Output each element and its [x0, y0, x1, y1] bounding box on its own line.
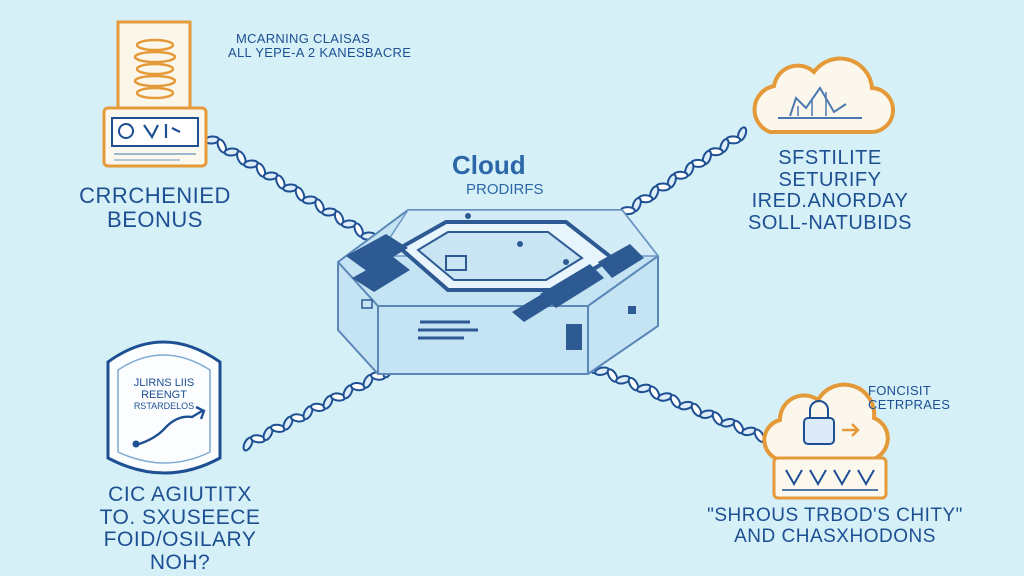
top-left-caption: MCARNING CLAISAS ALL YEPE-A 2 KANESBACRE [228, 31, 412, 61]
sign-line: JLIRNS LIIS [133, 377, 195, 389]
caption-line: CETRPRAES [868, 397, 951, 413]
title-line: CRRCHENIED [79, 183, 231, 208]
title-line: NOH? [149, 551, 211, 575]
bottom-right-title: "SHROUS TRBOD'S CHITY" AND CHASXHODONS [700, 505, 970, 547]
caption-line: ALL YEPE-A 2 KANESBACRE [228, 45, 412, 61]
chain-link-icon [242, 342, 434, 452]
title-line: SOLL-NATUBIDS [748, 211, 912, 234]
title-line: FOID/OSILARY [103, 528, 257, 552]
top-left-title: CRRCHENIED BEONUS [70, 184, 240, 232]
title-line: CIC AGIUTITX [108, 483, 252, 506]
title-line: SETURIFY [778, 168, 882, 191]
caption-line: FONCISIT [868, 383, 932, 398]
hardware-hub-icon [337, 209, 660, 375]
chain-link-icon [204, 135, 396, 253]
sign-line: REENGT [141, 388, 187, 401]
caption-line: MCARNING CLAISAS [235, 31, 371, 46]
bottom-left-title: CIC AGIUTITX TO. SXUSEECE FOID/OSILARY N… [90, 483, 270, 575]
sign-board-icon [106, 340, 222, 475]
cloud-graph-icon [752, 56, 895, 135]
cloud-lock-icon [762, 382, 890, 500]
title-line: AND CHASXHODONS [734, 525, 936, 547]
title-line: BEONUS [107, 206, 203, 232]
sign-text: JLIRNS LIIS REENGT RSTARDELOS [122, 377, 206, 411]
bottom-right-caption: FONCISIT CETRPRAES [868, 383, 968, 413]
center-subtitle: PRODIRFS [466, 181, 544, 198]
center-title: Cloud [452, 150, 526, 180]
top-right-title: SFSTILITE SETURIFY IRED.ANORDAY SOLL-NAT… [740, 147, 920, 234]
title-line: IRED.ANORDAY [751, 190, 909, 213]
title-line: SFSTILITE [778, 147, 882, 169]
title-line: TO. SXUSEECE [99, 505, 261, 529]
sign-line: RSTARDELOS [133, 400, 195, 411]
file-stack-icon [102, 20, 208, 168]
title-line: "SHROUS TRBOD'S CHITY" [707, 505, 963, 526]
